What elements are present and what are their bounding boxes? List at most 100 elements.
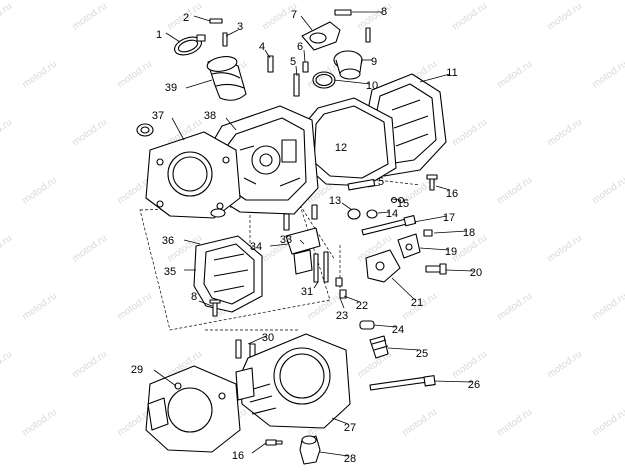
hose-clamp-part bbox=[174, 34, 206, 56]
tensioner-parts bbox=[397, 229, 433, 259]
callout-label-c7: 7 bbox=[291, 9, 297, 21]
leader-line-c24 bbox=[373, 324, 397, 328]
watermark-text: motod.ru bbox=[0, 117, 14, 149]
callout-label-c31: 31 bbox=[301, 286, 313, 298]
callout-label-c30: 30 bbox=[262, 332, 274, 344]
leader-line-c36 bbox=[183, 239, 201, 245]
callout-label-c33: 33 bbox=[280, 234, 292, 246]
callout-label-c37: 37 bbox=[152, 110, 164, 122]
watermark-text: motod.ru bbox=[70, 1, 109, 33]
watermark-text: motod.ru bbox=[115, 291, 154, 323]
callout-label-c10: 10 bbox=[366, 80, 378, 92]
callout-label-c20: 20 bbox=[470, 267, 482, 279]
elbow-fitting-part bbox=[299, 435, 321, 465]
leader-line-c2 bbox=[193, 15, 211, 22]
leader-line-c16b bbox=[251, 442, 267, 454]
watermark-text: motod.ru bbox=[115, 59, 154, 91]
callout-label-c8b: 8 bbox=[191, 291, 197, 303]
leader-line-c38 bbox=[225, 117, 237, 131]
base-gasket-part bbox=[145, 365, 241, 453]
watermark-text: motod.ru bbox=[495, 175, 534, 207]
watermark-text: motod.ru bbox=[590, 175, 625, 207]
leader-line-c15 bbox=[391, 198, 402, 201]
callout-label-c9: 9 bbox=[371, 56, 377, 68]
watermark-text: motod.ru bbox=[590, 407, 625, 439]
valve-cover-gasket-part bbox=[305, 97, 397, 187]
callout-label-c8a: 8 bbox=[381, 6, 387, 18]
leader-line-c5a bbox=[295, 65, 298, 77]
watermark-text: motod.ru bbox=[70, 349, 109, 381]
watermark-text: motod.ru bbox=[70, 117, 109, 149]
callout-label-c11: 11 bbox=[446, 67, 457, 79]
callout-label-c35: 35 bbox=[164, 266, 176, 278]
callout-label-c34: 34 bbox=[250, 241, 262, 253]
leader-line-c29 bbox=[153, 369, 177, 387]
cover-bolt-part bbox=[426, 174, 438, 191]
callout-label-c13: 13 bbox=[329, 195, 341, 207]
leader-line-c14 bbox=[377, 211, 391, 214]
watermark-text: motod.ru bbox=[355, 1, 394, 33]
stud-part bbox=[267, 55, 274, 73]
fitting-parts bbox=[347, 178, 405, 220]
grommet-part bbox=[210, 208, 226, 218]
callout-label-c3: 3 bbox=[237, 21, 243, 33]
callout-label-c5a: 5 bbox=[290, 56, 296, 68]
leader-line-c21 bbox=[391, 277, 416, 301]
callout-label-c14: 14 bbox=[386, 208, 398, 220]
callout-label-c38: 38 bbox=[204, 110, 216, 122]
water-fitting-part bbox=[369, 335, 389, 359]
leader-line-c25 bbox=[387, 347, 421, 351]
watermark-text: motod.ru bbox=[400, 407, 439, 439]
watermark-text: motod.ru bbox=[0, 349, 14, 381]
head-gasket-part bbox=[145, 131, 241, 219]
intake-screw-part bbox=[209, 18, 228, 47]
watermark-text: motod.ru bbox=[0, 1, 14, 33]
watermark-text: motod.ru bbox=[545, 1, 584, 33]
callout-label-c26: 26 bbox=[468, 379, 480, 391]
leader-line-c4 bbox=[264, 49, 271, 59]
callout-label-c21: 21 bbox=[411, 297, 423, 309]
callout-label-c17: 17 bbox=[443, 212, 455, 224]
callout-label-c18: 18 bbox=[463, 227, 475, 239]
cylinder-block-part bbox=[235, 333, 351, 429]
watermark-text: motod.ru bbox=[545, 233, 584, 265]
callout-label-c15: 15 bbox=[397, 198, 409, 210]
tensioner-bolt-part bbox=[425, 263, 447, 275]
leader-line-c13 bbox=[341, 202, 353, 211]
watermark-text: motod.ru bbox=[450, 349, 489, 381]
watermark-text: motod.ru bbox=[545, 117, 584, 149]
cylinder-bolt-part bbox=[265, 439, 283, 446]
watermark-text: motod.ru bbox=[495, 291, 534, 323]
leader-line-c20 bbox=[445, 269, 475, 272]
leader-line-c19 bbox=[419, 247, 450, 251]
callout-leader-lines bbox=[153, 11, 475, 457]
leader-line-c23 bbox=[339, 297, 345, 309]
leader-line-c18 bbox=[433, 230, 468, 234]
callout-label-c23: 23 bbox=[336, 310, 348, 322]
cylinder-long-bolt-part bbox=[369, 375, 436, 391]
callout-label-c12: 12 bbox=[335, 142, 347, 154]
callout-label-c19: 19 bbox=[445, 246, 457, 258]
callout-label-c29: 29 bbox=[131, 364, 143, 376]
leader-line-c6 bbox=[303, 49, 306, 63]
leader-line-c7 bbox=[300, 15, 313, 31]
callout-label-c25: 25 bbox=[416, 348, 428, 360]
watermark-text: motod.ru bbox=[545, 349, 584, 381]
water-pipe-part bbox=[333, 50, 363, 80]
leader-line-c17 bbox=[413, 215, 448, 223]
leader-line-c1 bbox=[165, 32, 181, 43]
callout-label-c39: 39 bbox=[165, 82, 177, 94]
cylinder-stud-part bbox=[235, 339, 256, 359]
rocker-arm-part bbox=[365, 249, 401, 283]
leader-line-c30 bbox=[247, 335, 267, 345]
callout-label-c2: 2 bbox=[183, 12, 189, 24]
callout-label-c27: 27 bbox=[344, 422, 356, 434]
leader-line-c27 bbox=[331, 417, 349, 425]
callout-label-c36: 36 bbox=[162, 235, 174, 247]
leader-line-c22 bbox=[343, 295, 361, 303]
leader-line-c11 bbox=[419, 73, 451, 83]
intake-boot-part bbox=[206, 56, 247, 101]
callout-label-c16b: 16 bbox=[232, 450, 244, 462]
leader-line-c5b bbox=[367, 184, 381, 188]
